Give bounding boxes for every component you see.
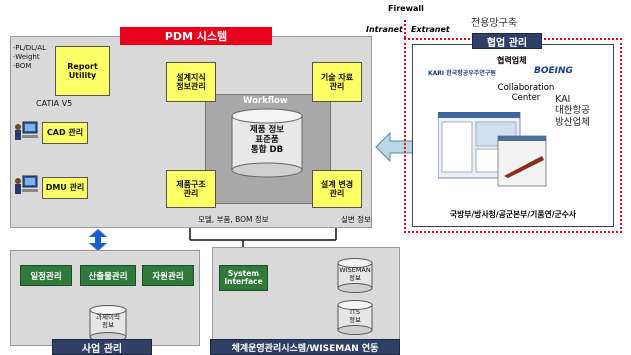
wiseman-db-label: WISEMAN 정보 xyxy=(339,266,371,282)
firewall-label: Firewall xyxy=(388,4,424,13)
collab-center-label: Collaboration Center xyxy=(497,83,555,103)
project-history-db-label: 과제이력 정보 xyxy=(96,313,120,329)
side-note-bom: ·BOM xyxy=(13,61,32,70)
its-db-icon xyxy=(336,300,374,336)
firewall-divider xyxy=(404,20,406,38)
intranet-label: Intranet xyxy=(366,25,403,34)
resource-box[interactable]: 자원관리 xyxy=(142,265,194,286)
design-change-box[interactable]: 설계 변경 관리 xyxy=(312,170,362,208)
catia-label: CATIA V5 xyxy=(36,99,73,108)
report-utility-box[interactable]: Report Utility xyxy=(55,46,110,96)
product-db-icon xyxy=(230,108,304,178)
product-structure-box[interactable]: 제품구조 관리 xyxy=(166,170,216,208)
partners-label: 협력업체 xyxy=(497,56,527,65)
wiseman-title: 체계운영관리시스템/WISEMAN 연동 xyxy=(210,339,400,355)
schedule-box[interactable]: 일정관리 xyxy=(20,265,72,286)
extranet-label: Extranet xyxy=(411,25,450,34)
dedicated-network-note: 전용망구축 xyxy=(471,18,517,29)
kari-logo: KARI 한국항공우주연구원 xyxy=(428,70,496,77)
real-info-label: 실변 정보 xyxy=(341,215,371,224)
wiseman-db-icon xyxy=(336,258,374,294)
cad-management-box[interactable]: CAD 관리 xyxy=(42,122,88,144)
vertical-double-arrow-icon xyxy=(88,229,108,251)
side-note-pl: ·PL/DL/AL xyxy=(13,44,47,52)
tech-data-box[interactable]: 기술 자료 관리 xyxy=(312,62,362,102)
workflow-label: Workflow xyxy=(243,96,288,106)
product-db-label: 제품 정보 표준품 통합 DB xyxy=(249,125,285,156)
model-info-label: 모델, 부품, BOM 정보 xyxy=(198,215,269,224)
business-title: 사업 관리 xyxy=(52,339,152,355)
its-db-label: ITS 정보 xyxy=(349,308,361,324)
boeing-logo: BOEING xyxy=(534,66,573,76)
computer-user-icon xyxy=(13,174,39,198)
kai-label: KAI 대한항공 방산업체 xyxy=(555,94,590,128)
system-interface-box[interactable]: System Interface xyxy=(219,265,268,291)
dmu-management-box[interactable]: DMU 관리 xyxy=(42,177,88,199)
design-knowledge-box[interactable]: 설계지식 정보관리 xyxy=(166,62,216,102)
output-box[interactable]: 산출물관리 xyxy=(80,265,136,286)
pdm-title: PDM 시스템 xyxy=(120,27,272,45)
side-note-weight: ·Weight xyxy=(13,52,40,61)
pdm-side-notes: ·PL/DL/AL ·Weight ·BOM xyxy=(13,44,46,70)
computer-user-icon xyxy=(13,120,39,144)
partner-title: 협업 관리 xyxy=(472,33,542,49)
collab-screen-image xyxy=(438,112,548,190)
agencies-label: 국방부/방사청/공군본부/기품연/군수사 xyxy=(449,210,577,219)
